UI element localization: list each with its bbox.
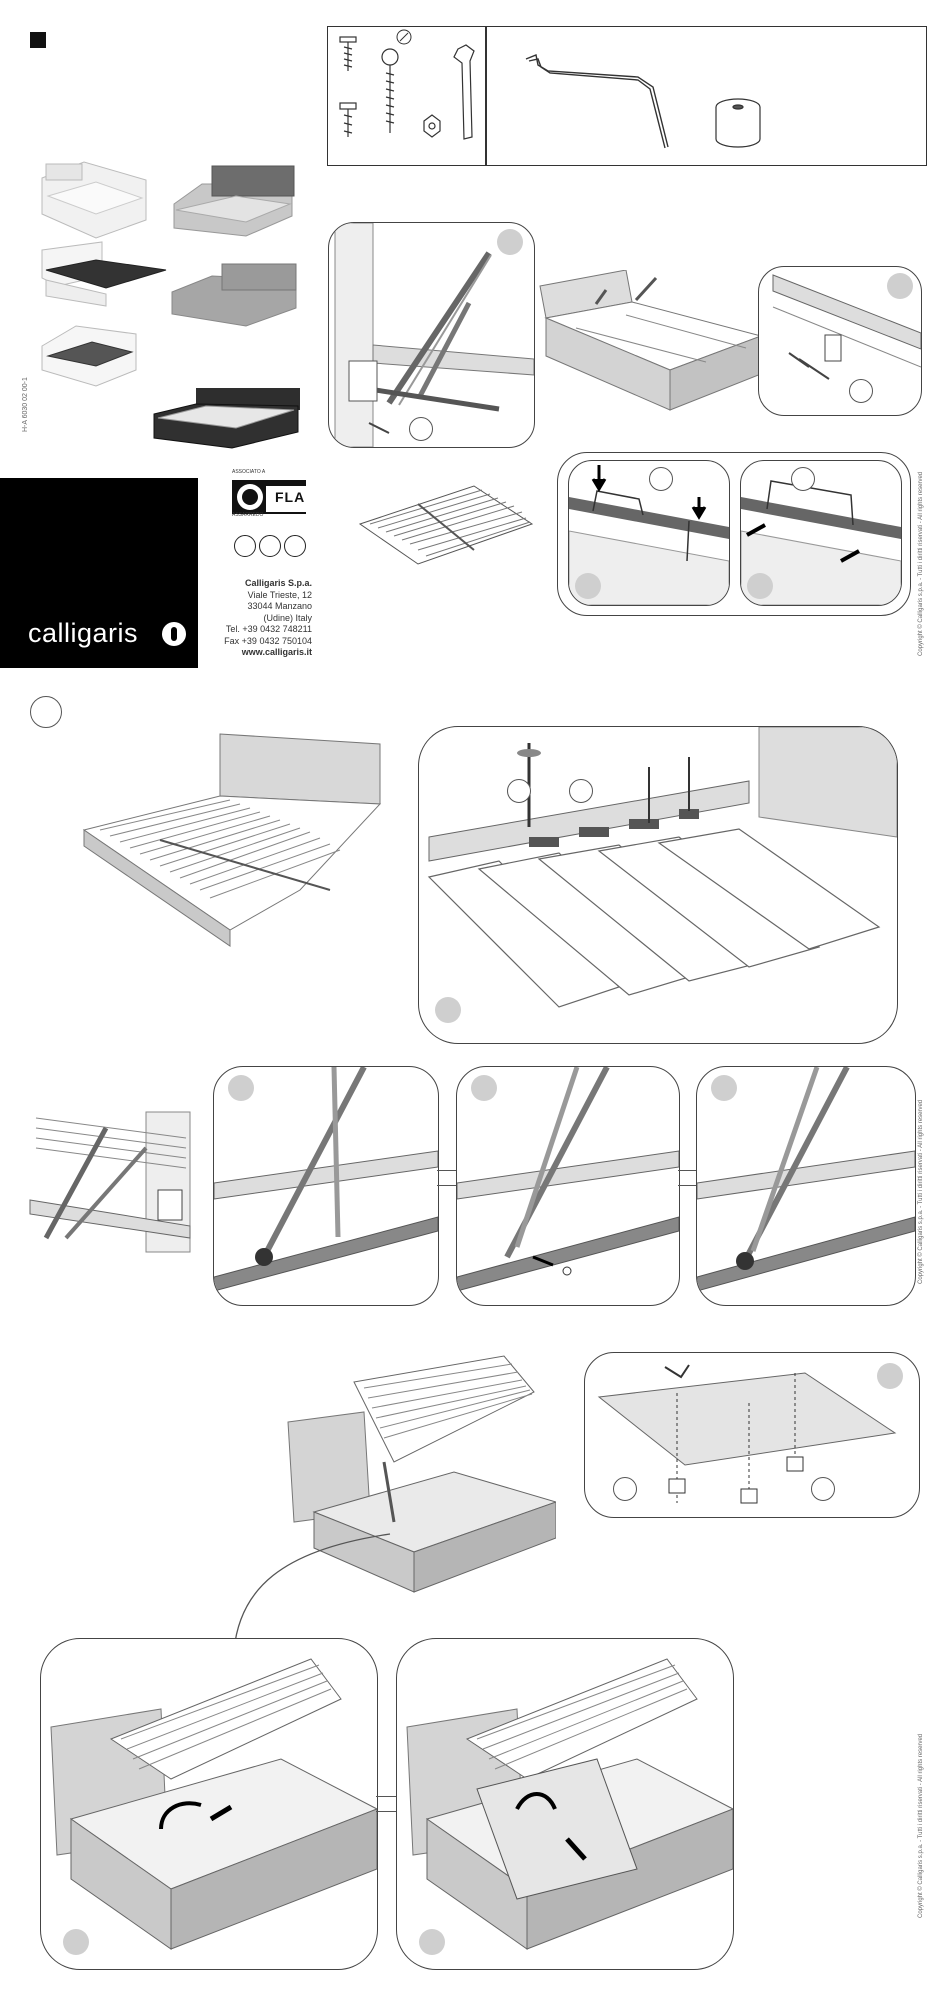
company-tel: Tel. +39 0432 748211 bbox=[225, 624, 312, 634]
step-number-dot bbox=[747, 573, 773, 599]
small-screw-icon bbox=[339, 102, 357, 137]
step-number-dot bbox=[63, 1929, 89, 1955]
screwdriver-icon bbox=[791, 467, 815, 491]
callout-circle bbox=[613, 1477, 637, 1501]
association-sub-label: ASSARREDO bbox=[232, 512, 264, 518]
bed-thumb-6 bbox=[153, 388, 300, 449]
step-number-dot bbox=[435, 997, 461, 1023]
step-number-dot bbox=[877, 1363, 903, 1389]
callout-circle bbox=[409, 417, 433, 441]
screw-icon bbox=[339, 36, 357, 71]
step-panel-piston-2 bbox=[456, 1066, 680, 1306]
brand-logo-icon bbox=[162, 622, 186, 646]
cert-mark-2 bbox=[259, 535, 281, 557]
feet-fixing-drawing bbox=[597, 1364, 897, 1504]
company-address-line1: Viale Trieste, 12 bbox=[247, 589, 312, 600]
step-panel-mechanism-detail bbox=[328, 222, 535, 448]
section-connector-curve bbox=[233, 1533, 391, 1650]
nut-icon bbox=[423, 114, 441, 138]
step-panel-piston-3 bbox=[696, 1066, 916, 1306]
step-number-dot bbox=[228, 1075, 254, 1101]
company-website: www.calligaris.it bbox=[241, 647, 312, 657]
screwdriver-icon bbox=[811, 1477, 835, 1501]
bed-thumb-5 bbox=[41, 325, 137, 387]
step-number-dot bbox=[471, 1075, 497, 1101]
step-panel-piston-1 bbox=[213, 1066, 439, 1306]
step-panel-rod-insert bbox=[568, 460, 730, 606]
association-top-label: ASSOCIATO A bbox=[232, 469, 266, 475]
brand-name: calligaris bbox=[28, 618, 139, 648]
screwdriver-icon bbox=[30, 696, 62, 728]
fla-logo bbox=[232, 480, 306, 514]
bracket-detail-drawing bbox=[772, 274, 921, 380]
piston-3-drawing bbox=[697, 1067, 915, 1292]
piston-overview-drawing bbox=[29, 1111, 191, 1253]
document-code: H-A 6030 02 00-1 bbox=[22, 377, 29, 432]
company-address-line3: (Udine) Italy bbox=[263, 612, 312, 623]
company-name: Calligaris S.p.a. bbox=[244, 578, 312, 588]
step-panel-bracket-detail bbox=[758, 266, 922, 416]
piston-2-drawing bbox=[457, 1067, 679, 1292]
step-number-dot bbox=[497, 229, 523, 255]
parts-divider bbox=[485, 27, 487, 165]
wrench-icon bbox=[453, 44, 475, 140]
bed-thumbnails bbox=[41, 161, 300, 449]
company-fax: Fax +39 0432 750104 bbox=[224, 635, 312, 646]
company-address: Calligaris S.p.a. Viale Trieste, 12 3304… bbox=[222, 578, 312, 659]
step-number-dot bbox=[575, 573, 601, 599]
panel-connector bbox=[376, 1796, 396, 1812]
certification-marks bbox=[232, 535, 306, 557]
long-screw-icon bbox=[381, 48, 399, 133]
rod-insert-drawing bbox=[569, 465, 729, 605]
brand-block: calligaris bbox=[0, 478, 198, 668]
screwdriver-icon bbox=[396, 29, 412, 45]
step-number-dot bbox=[711, 1075, 737, 1101]
callout-circle bbox=[849, 379, 873, 403]
callout-circle bbox=[569, 779, 593, 803]
step-number-dot bbox=[887, 273, 913, 299]
hardware-parts-drawing bbox=[339, 29, 761, 149]
copyright-note-2: Copyright © Calligaris s.p.a. - Tutti i … bbox=[918, 1099, 924, 1284]
callout-circle bbox=[507, 779, 531, 803]
rod-fix-drawing bbox=[741, 480, 901, 605]
panel-connector bbox=[678, 1170, 698, 1186]
company-address-line2: 33044 Manzano bbox=[247, 601, 312, 611]
step-number-dot bbox=[419, 1929, 445, 1955]
step-panel-feet-fixing bbox=[584, 1352, 920, 1518]
piston-1-drawing bbox=[214, 1067, 438, 1292]
slatted-base-drawing bbox=[358, 485, 534, 565]
step-panel-slat-screws bbox=[418, 726, 898, 1044]
cert-mark-1 bbox=[234, 535, 256, 557]
slat-screws-drawing bbox=[427, 727, 897, 1008]
bed-slat-fixing-overview bbox=[82, 733, 382, 947]
bed-overview-drawing bbox=[539, 270, 761, 411]
step-panel-rod-fix bbox=[740, 460, 902, 606]
copyright-note-3: Copyright © Calligaris s.p.a. - Tutti i … bbox=[918, 1733, 924, 1918]
hardware-parts-box bbox=[327, 26, 927, 166]
cert-mark-3 bbox=[284, 535, 306, 557]
foot-cylinder-icon bbox=[715, 98, 761, 148]
square-marker-icon bbox=[30, 32, 46, 48]
bed-thumb-2 bbox=[173, 165, 295, 237]
panel-connector bbox=[437, 1170, 457, 1186]
step-panel-storage-lid bbox=[396, 1638, 734, 1970]
storage-lid-drawing bbox=[406, 1658, 733, 1950]
stay-rod-icon bbox=[525, 54, 669, 149]
bed-thumb-4 bbox=[171, 263, 297, 327]
storage-bed-drawing bbox=[287, 1355, 556, 1593]
bed-thumb-1 bbox=[41, 161, 147, 239]
copyright-note-1: Copyright © Calligaris s.p.a. - Tutti i … bbox=[918, 471, 924, 656]
mechanism-detail-drawing bbox=[334, 223, 534, 447]
callout-circle bbox=[649, 467, 673, 491]
bed-thumb-3 bbox=[41, 241, 167, 307]
step-panel-storage-open bbox=[40, 1638, 378, 1970]
association-name: FLA bbox=[275, 489, 306, 505]
storage-open-drawing bbox=[50, 1658, 377, 1950]
